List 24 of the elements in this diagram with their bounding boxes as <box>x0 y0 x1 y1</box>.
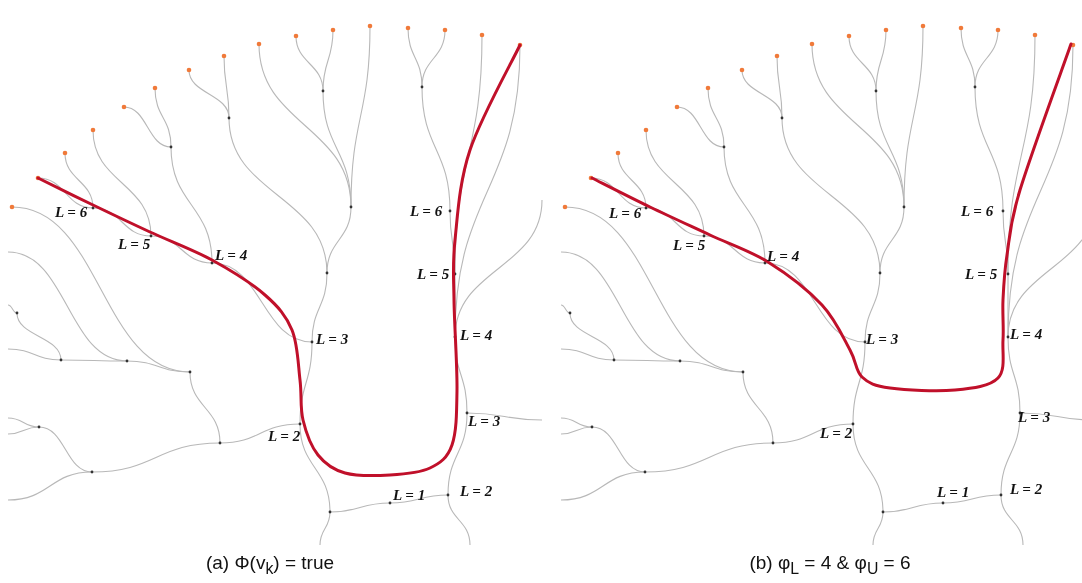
level-label: L = 6 <box>55 204 88 220</box>
level-label: L = 3 <box>468 413 501 429</box>
subfigure-caption: (b) φ$_{L}$ = 4 & φ$_{U}$ = 6 <box>749 552 911 579</box>
level-label: L = 5 <box>965 266 998 282</box>
level-label: L = 3 <box>866 331 899 347</box>
level-label: L = 5 <box>118 236 151 252</box>
level-label: L = 4 <box>767 248 800 264</box>
level-label: L = 4 <box>1010 326 1043 342</box>
level-label: L = 4 <box>215 247 248 263</box>
level-label: L = 3 <box>316 331 349 347</box>
level-label: L = 6 <box>609 205 642 221</box>
level-label: L = 2 <box>268 428 301 444</box>
level-label: L = 1 <box>937 484 970 500</box>
level-label: L = 2 <box>460 483 493 499</box>
level-label: L = 2 <box>1010 481 1043 497</box>
level-label: L = 4 <box>460 327 493 343</box>
level-label: L = 6 <box>410 203 443 219</box>
level-label: L = 3 <box>1018 409 1051 425</box>
level-label: L = 5 <box>417 266 450 282</box>
level-label: L = 2 <box>820 425 853 441</box>
level-label: L = 6 <box>961 203 994 219</box>
level-label: L = 1 <box>393 487 426 503</box>
level-label: L = 5 <box>673 237 706 253</box>
subfigure-caption: (a) Φ(v$_{k}$) = true <box>205 552 335 579</box>
